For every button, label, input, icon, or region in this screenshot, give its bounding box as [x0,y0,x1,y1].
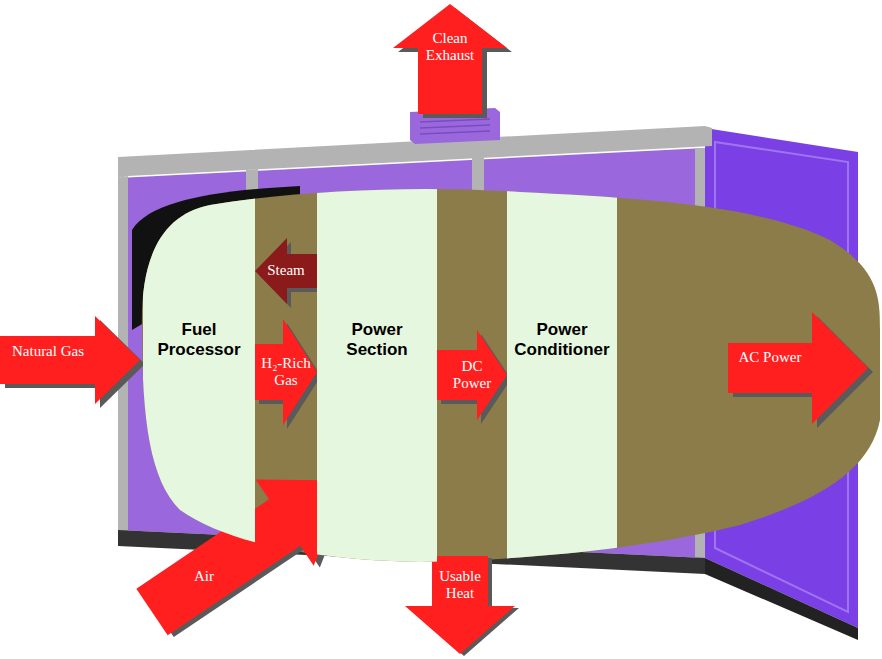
cabinet-base [705,558,858,640]
flow-label: H₂-Rich Gas [256,355,316,390]
flow-label: Steam [256,262,316,279]
flow-label: DC Power [447,358,497,393]
flow-arrow [437,330,507,420]
flow-label: Usable Heat [430,568,490,603]
flow-label: Air [184,568,224,585]
gas-arrow [0,316,145,408]
process-band: Power Conditioner [507,180,617,570]
flow-label: Clean Exhaust [418,30,482,65]
flow-arrow [255,238,317,304]
block-arrow [728,312,868,424]
process-band: Power Section [317,180,437,570]
flow-label: AC Power [732,349,808,366]
block-arrow [393,4,507,114]
flow-arrow-group [437,330,511,424]
flow-arrow-group [255,238,321,308]
ac-arrow [728,312,873,428]
exhaust-arrow [393,4,512,118]
band-title: Fuel Processor [143,320,255,361]
heat-arrow [405,556,519,656]
flow-arrow [255,319,317,425]
block-arrow [0,316,140,404]
flow-label: Natural Gas [4,343,92,360]
flow-arrow-group [255,319,321,429]
vent-slats [420,119,490,134]
band-title: Power Section [317,320,437,361]
band-title: Power Conditioner [507,320,617,361]
block-arrow [405,556,515,654]
